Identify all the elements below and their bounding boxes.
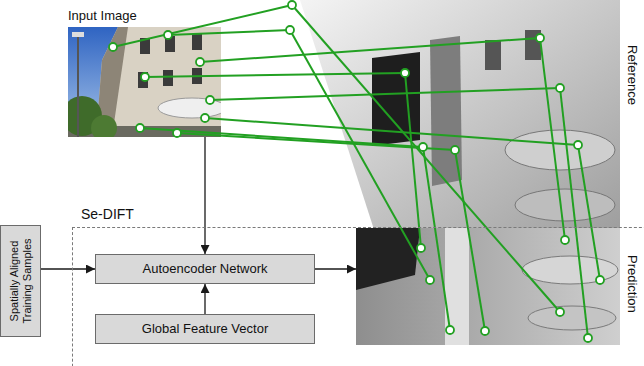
keypoint (417, 244, 425, 252)
keypoint (286, 26, 294, 34)
match-line (200, 38, 540, 62)
keypoint (141, 73, 149, 81)
keypoint (196, 58, 204, 66)
panel-title: Input Image (68, 8, 137, 24)
match-line (145, 73, 405, 77)
match-line (423, 147, 450, 330)
keypoint (451, 146, 459, 154)
lamp-post (77, 36, 79, 137)
match-line (405, 73, 421, 248)
flow-arrow (41, 268, 95, 269)
match-lines (113, 5, 600, 338)
match-line (560, 88, 588, 338)
keypoint (164, 31, 172, 39)
match-line (540, 38, 565, 240)
match-line (578, 145, 600, 280)
match-line (168, 30, 290, 35)
prediction-photo (356, 228, 620, 345)
process-box: Global Feature Vector (95, 314, 315, 344)
photo-panel: Prediction (356, 228, 620, 345)
match-line (210, 88, 560, 100)
keypoint (109, 43, 117, 51)
keypoint (419, 143, 427, 151)
keypoint (596, 276, 604, 284)
photo-panel: Input Image (68, 27, 221, 137)
match-line (455, 150, 485, 331)
balcony (505, 130, 615, 170)
box-label: Global Feature Vector (96, 321, 314, 337)
match-line (205, 118, 578, 145)
dark-window (356, 228, 420, 290)
dashed-region: Autoencoder NetworkGlobal Feature Vector… (72, 227, 644, 366)
match-line (177, 133, 455, 150)
panel-title: Reference (624, 45, 640, 105)
keypoint (201, 114, 209, 122)
balcony (522, 256, 618, 284)
match-line (292, 5, 560, 312)
keypoint (574, 141, 582, 149)
flow-arrow (315, 268, 356, 269)
keypoint (556, 308, 564, 316)
reference-ground (300, 0, 620, 242)
lamp (72, 32, 84, 37)
panel-title: Prediction (624, 255, 640, 313)
keypoint (206, 96, 214, 104)
keypoint (584, 334, 592, 342)
keypoint (536, 34, 544, 42)
tree (91, 115, 117, 137)
bright-strip (445, 228, 469, 345)
window (192, 34, 202, 50)
window (138, 72, 148, 88)
keypoint (561, 236, 569, 244)
match-line (113, 5, 292, 47)
match-points (109, 1, 604, 342)
region-title: Se-DIFT (81, 206, 134, 223)
keypoint (426, 276, 434, 284)
keypoint (481, 327, 489, 335)
keypoint (556, 84, 564, 92)
keypoint (401, 69, 409, 77)
flow-arrow (204, 284, 205, 314)
process-box: Autoencoder Network (95, 254, 315, 284)
flow-arrow (204, 137, 205, 254)
prediction-ground (356, 228, 620, 345)
window (163, 70, 173, 86)
balcony (515, 189, 615, 221)
keypoint (288, 1, 296, 9)
photo-panel: Reference (300, 0, 620, 240)
balcony (528, 306, 616, 330)
box-label: Autoencoder Network (96, 261, 314, 277)
keypoint (136, 124, 144, 132)
keypoint (446, 326, 454, 334)
input-photo (68, 27, 221, 137)
reference-photo (300, 0, 620, 242)
process-box: Spatially Aligned Training Samples (0, 225, 41, 337)
match-line (290, 30, 430, 280)
window (485, 40, 501, 70)
box-label: Spatially Aligned Training Samples (7, 230, 33, 332)
building (96, 27, 221, 137)
keypoint (173, 129, 181, 137)
